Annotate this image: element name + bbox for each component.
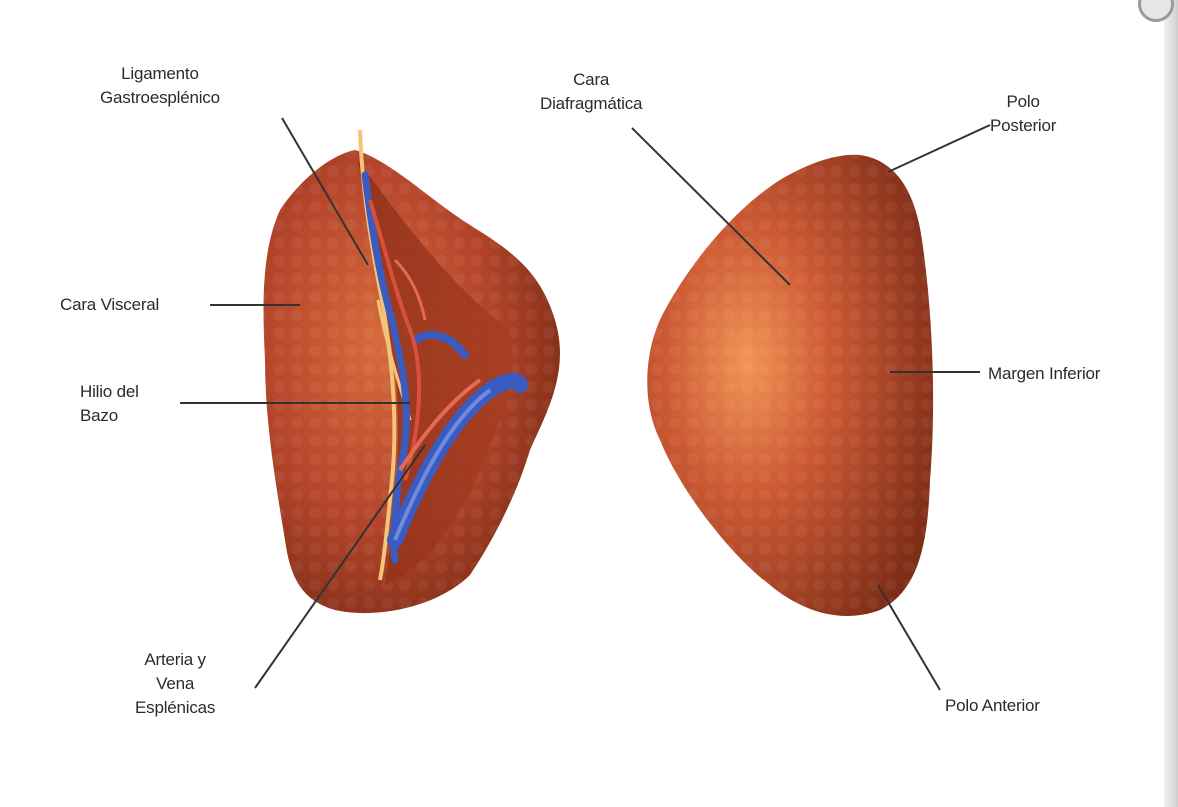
label-line: Gastroesplénico xyxy=(100,86,220,110)
label-polo-anterior: Polo Anterior xyxy=(945,694,1040,718)
leader-polo-posterior xyxy=(888,125,990,172)
label-line: Arteria y xyxy=(135,648,215,672)
leader-polo-anterior xyxy=(878,585,940,690)
label-arteria-y-vena-esplenicas: Arteria y Vena Esplénicas xyxy=(135,648,215,720)
label-line: Polo xyxy=(990,90,1056,114)
label-line: Bazo xyxy=(80,404,139,428)
label-line: Vena xyxy=(135,672,215,696)
label-line: Posterior xyxy=(990,114,1056,138)
label-polo-posterior: Polo Posterior xyxy=(990,90,1056,138)
image-border xyxy=(1164,0,1178,807)
label-cara-diafragmatica: Cara Diafragmática xyxy=(540,68,642,116)
label-line: Cara xyxy=(540,68,642,92)
spleen-visceral-view xyxy=(264,130,560,613)
label-line: Esplénicas xyxy=(135,696,215,720)
label-ligamento-gastroesplenico: Ligamento Gastroesplénico xyxy=(100,62,220,110)
label-line: Diafragmática xyxy=(540,92,642,116)
label-line: Ligamento xyxy=(100,62,220,86)
spleen-diaphragmatic-view xyxy=(647,155,933,616)
label-cara-visceral: Cara Visceral xyxy=(60,293,159,317)
label-hilio-del-bazo: Hilio del Bazo xyxy=(80,380,139,428)
label-line: Hilio del xyxy=(80,380,139,404)
label-margen-inferior: Margen Inferior xyxy=(988,362,1100,386)
